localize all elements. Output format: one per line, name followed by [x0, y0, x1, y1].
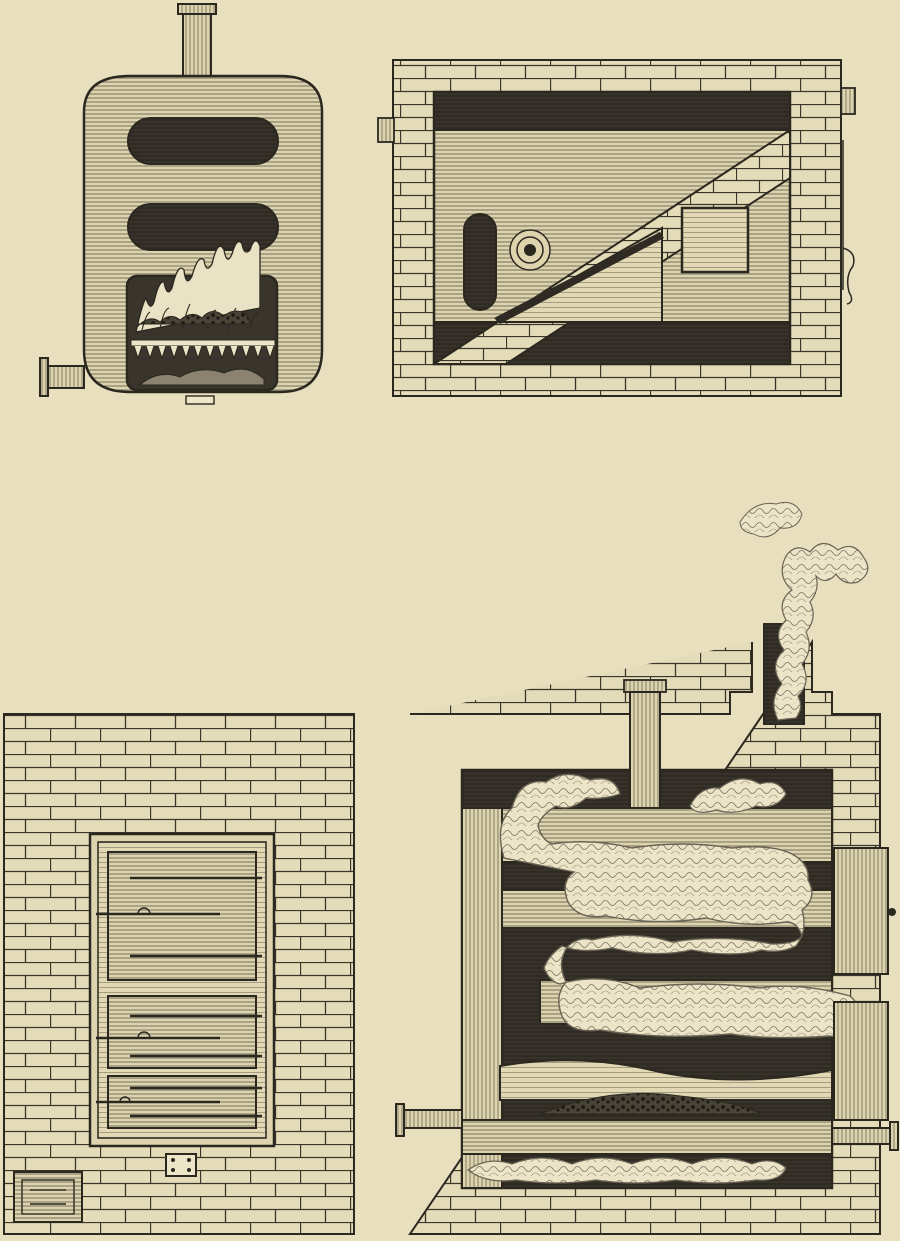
upper-flue [127, 117, 279, 165]
left-valve [377, 117, 395, 143]
furnace-section-figure [395, 501, 899, 1235]
steam-pipe [629, 691, 661, 811]
steam-pipe [182, 13, 212, 77]
door-handle-icon [137, 907, 151, 915]
fuel-bed [539, 1092, 762, 1115]
furnace-front-figure [3, 713, 355, 1235]
ash-pile [138, 368, 265, 386]
ash-pit-plate [461, 1119, 833, 1155]
upper-side-door [833, 847, 889, 975]
feed-pipe [399, 1109, 463, 1129]
upright-boiler-figure [39, 3, 324, 405]
firegrate [130, 339, 276, 360]
door-hinges [96, 876, 262, 1118]
gauge-spring-icon [842, 247, 855, 305]
smoke-plume-icon [773, 542, 869, 721]
damper-plate [165, 1153, 197, 1177]
lower-side-door [833, 1001, 889, 1121]
fire-flames-icon [135, 240, 261, 333]
feed-pipe-flange [39, 357, 49, 397]
fire-door-opening [463, 213, 497, 311]
bleed-through-text [330, 0, 890, 640]
bottom-flue-smoke [466, 1157, 787, 1184]
boiler-bottom [499, 1059, 833, 1101]
boiler-section-figure [377, 59, 856, 397]
smoke-path-icon [499, 773, 862, 1039]
middle-flue [127, 203, 279, 251]
feed-pipe [45, 365, 85, 389]
steam-pipe-cap [177, 3, 217, 15]
upper-furnace-door [107, 851, 257, 981]
gauge-icon [509, 229, 551, 271]
steam-pipe-cap [623, 679, 667, 693]
ash-door [185, 395, 215, 405]
right-valve [840, 87, 856, 115]
inspection-block [680, 206, 750, 274]
blow-off-pipe [831, 1127, 895, 1145]
top-flue [433, 91, 791, 131]
